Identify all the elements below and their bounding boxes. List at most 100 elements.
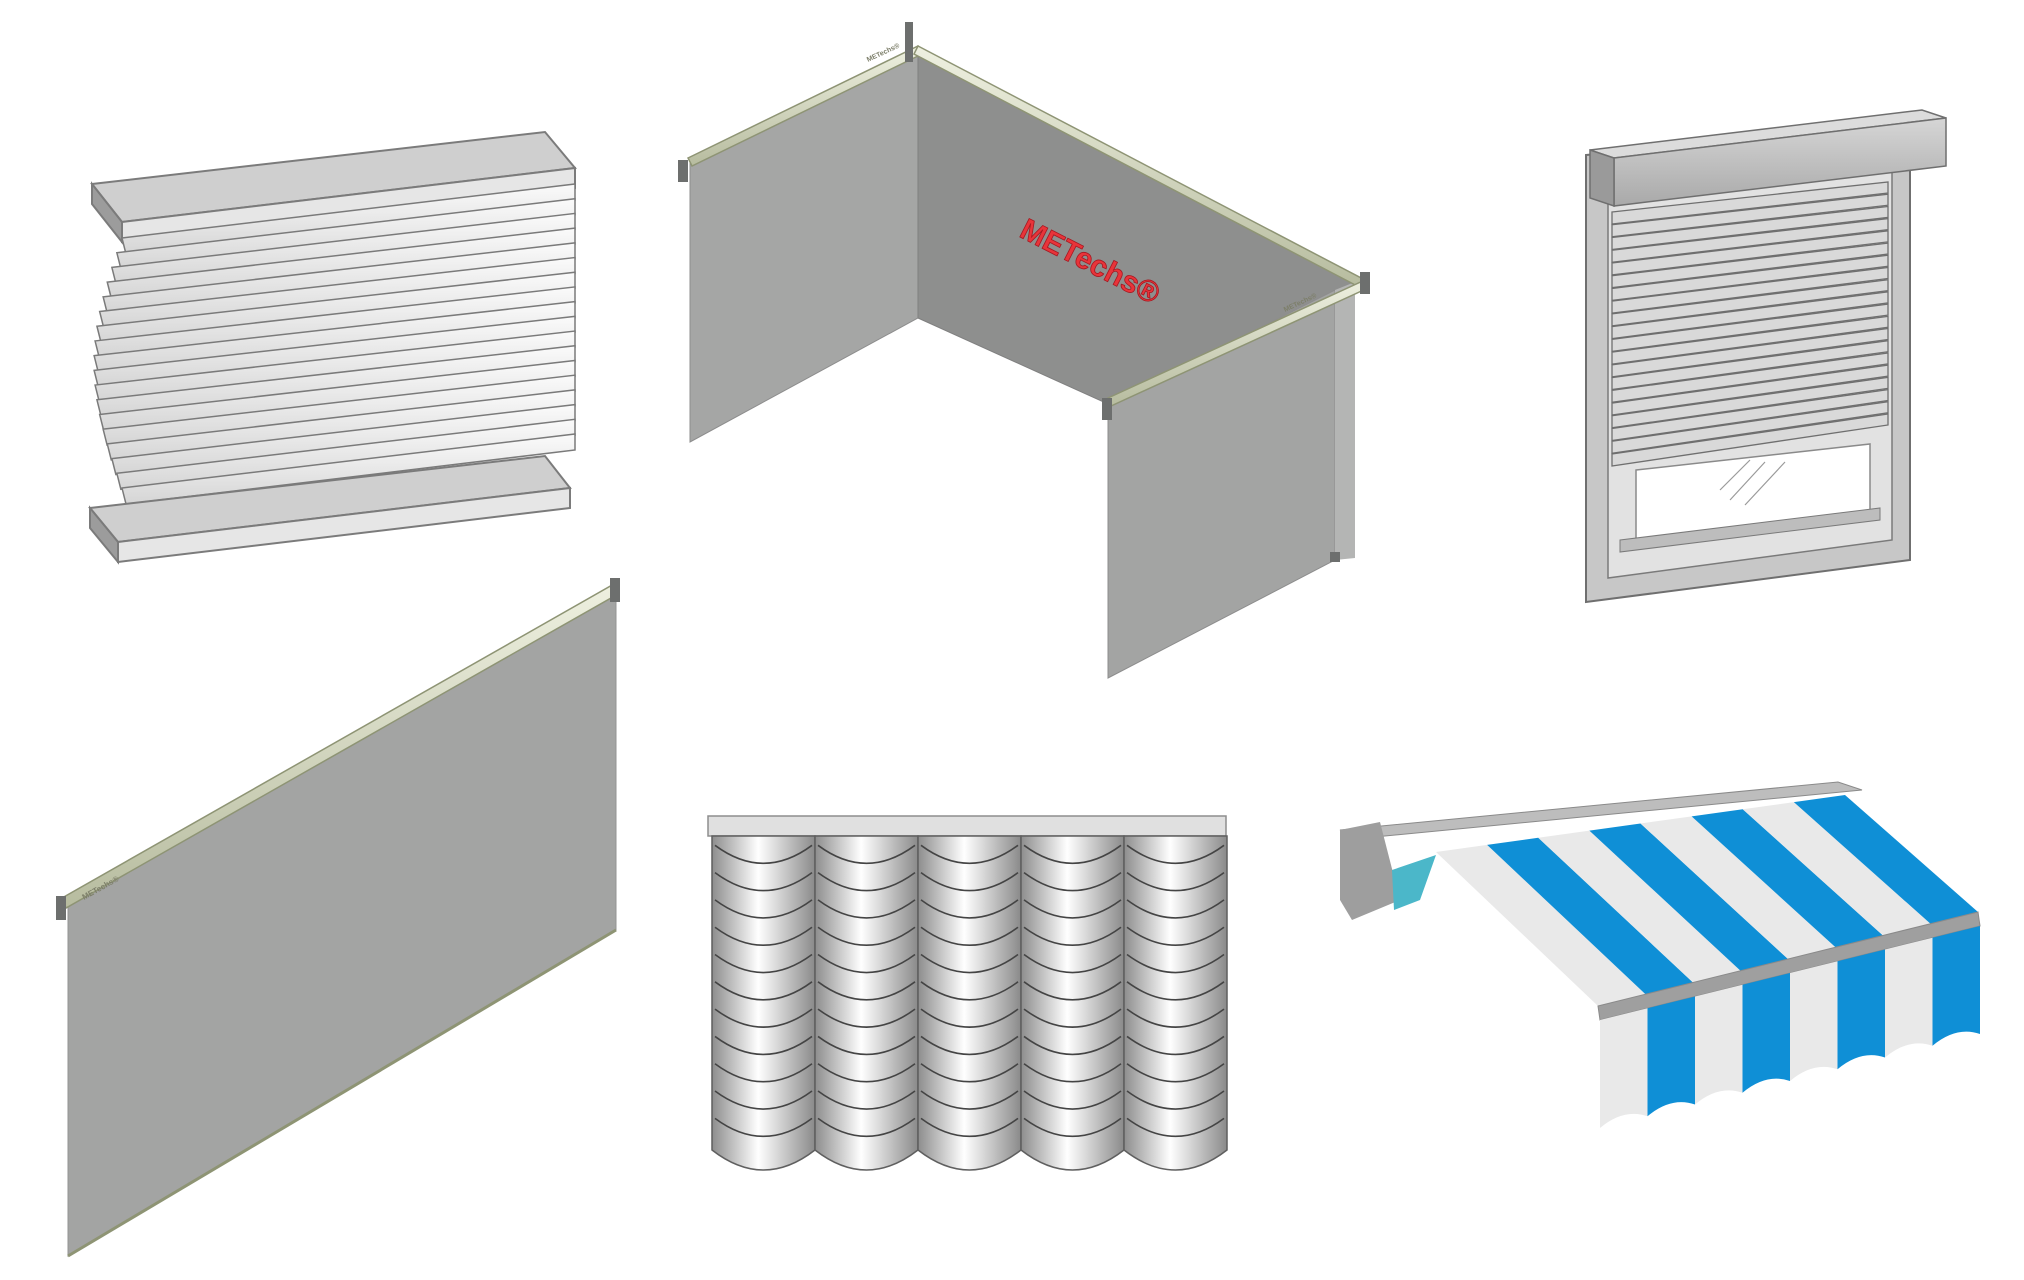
valance-panel (1742, 973, 1790, 1093)
shutter-slat (1611, 352, 1889, 404)
awning-stripe (1538, 830, 1741, 983)
festoon-fold (1126, 899, 1225, 919)
shutter-slat (1611, 364, 1889, 416)
awning-stripe (1487, 837, 1693, 995)
festoon-column (917, 835, 1022, 1171)
shutter-slats (1611, 181, 1889, 467)
valance-panel (1695, 984, 1743, 1105)
festoon-fold (817, 926, 916, 946)
valance-panel (1885, 937, 1933, 1058)
shutter-slat (1611, 339, 1889, 391)
striped-awning (1339, 781, 1981, 1128)
festoon-fold (1023, 953, 1122, 974)
shutter-slat (1611, 193, 1889, 238)
large-roller-blind: METechs® (56, 578, 620, 1258)
festoon-fold (920, 926, 1019, 946)
festoon-fold (1023, 1008, 1122, 1028)
festoon-fold (714, 1063, 813, 1083)
blind-slats (93, 183, 576, 505)
shutter-slat (1611, 291, 1889, 340)
shutter-slat (1611, 242, 1889, 289)
valance-panel (1647, 996, 1695, 1117)
festoon-fold (1023, 1063, 1122, 1083)
festoon-fold (817, 1117, 916, 1138)
roller-shutter-window (1585, 109, 1947, 604)
festoon-fold (1126, 844, 1225, 864)
festoon-fold (920, 1117, 1019, 1138)
festoon-column (814, 835, 919, 1171)
valance-panel (1837, 949, 1885, 1070)
festoon-fold (1126, 981, 1225, 1001)
festoon-fold (920, 981, 1019, 1001)
valance-panel (1790, 961, 1838, 1081)
awning-valance (1600, 926, 1980, 1128)
festoon-fold (1023, 844, 1122, 864)
shutter-slat (1611, 413, 1889, 467)
festoon-fold (1126, 926, 1225, 946)
shutter-slat (1611, 205, 1889, 251)
festoon-fold (714, 1008, 813, 1028)
festoon-fold (1023, 899, 1122, 919)
festoon-fold (1126, 1035, 1225, 1056)
shutter-slat (1611, 230, 1889, 276)
shutter-slat (1611, 266, 1889, 314)
shutter-slat (1611, 254, 1889, 302)
festoon-column (1020, 835, 1125, 1171)
awning-stripe (1793, 795, 1978, 924)
festoon-fold (1126, 1063, 1225, 1083)
valance-panel (1600, 1008, 1648, 1128)
corner-roller-screen: METechs® METechs® METechs® (678, 22, 1370, 679)
festoon-fold (817, 871, 916, 892)
festoon-fold (920, 899, 1019, 919)
festoon-fold (1126, 871, 1225, 892)
festoon-fold (920, 953, 1019, 974)
blind-slat (121, 433, 576, 505)
festoon-fold (817, 844, 916, 864)
awning-stripe (1691, 809, 1883, 948)
festoon-fold (714, 1035, 813, 1056)
festoon-fold (817, 899, 916, 919)
festoon-fold (714, 1090, 813, 1110)
shutter-slat (1611, 376, 1889, 429)
festoon-fold (920, 1008, 1019, 1028)
festoon-fold (920, 1090, 1019, 1110)
festoon-fold (817, 1090, 916, 1110)
festoon-fold (817, 1008, 916, 1028)
festoon-fold (714, 1117, 813, 1138)
festoon-fold (817, 1035, 916, 1056)
horizontal-blind (88, 130, 577, 565)
festoon-fold (1023, 981, 1122, 1001)
shutter-slat (1611, 401, 1889, 455)
festoon-fold (1023, 926, 1122, 946)
festoon-fold (920, 1063, 1019, 1083)
festoon-fold (817, 953, 916, 974)
festoon-fold (1023, 1090, 1122, 1110)
festoon-fold (920, 871, 1019, 892)
shutter-slat (1611, 303, 1889, 353)
festoon-fold (714, 844, 813, 864)
shutter-slat (1611, 315, 1889, 365)
festoon-fold (1126, 953, 1225, 974)
festoon-fold (1023, 1117, 1122, 1138)
awning-stripe (1640, 816, 1836, 959)
festoon-panels (711, 835, 1228, 1171)
festoon-fold (817, 981, 916, 1001)
shutter-slat (1611, 217, 1889, 263)
awning-stripe (1589, 823, 1788, 971)
festoon-fold (714, 871, 813, 892)
awning-stripe (1436, 844, 1646, 1006)
festoon-fold (1023, 871, 1122, 892)
festoon-fold (714, 953, 813, 974)
awning-canopy (1436, 795, 1978, 1006)
shutter-slat (1611, 388, 1889, 442)
shutter-slat (1611, 327, 1889, 378)
valance-panel (1932, 926, 1980, 1046)
festoon-fold (920, 844, 1019, 864)
festoon-fold (1126, 1090, 1225, 1110)
festoon-fold (714, 899, 813, 919)
festoon-fold (920, 1035, 1019, 1056)
festoon-fold (1126, 1117, 1225, 1138)
festoon-fold (1023, 1035, 1122, 1056)
festoon-fold (1126, 1008, 1225, 1028)
festoon-fold (817, 1063, 916, 1083)
